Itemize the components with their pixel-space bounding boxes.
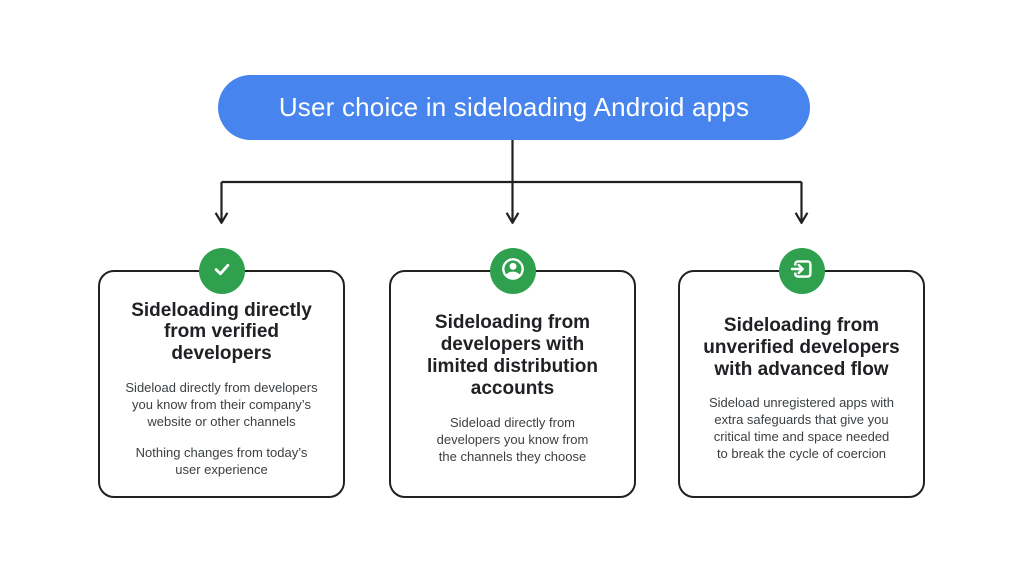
card-badge	[198, 248, 245, 294]
card-badge	[778, 248, 825, 294]
enter-app-icon	[788, 255, 816, 288]
title-pill: User choice in sideloading Android apps	[218, 75, 810, 140]
card-unverified-advanced-flow: Sideloading from unverified developers w…	[678, 248, 925, 498]
card-verified-developers: Sideloading directly from verified devel…	[98, 248, 345, 498]
arrow-down-icon	[505, 212, 520, 224]
card-paragraph: Sideload unregistered apps with extra sa…	[708, 395, 894, 462]
card-heading: Sideloading directly from verified devel…	[131, 299, 312, 365]
card-paragraph: Sideload directly from developers you kn…	[125, 380, 318, 429]
card-paragraph: Sideload directly from developers you kn…	[436, 414, 589, 464]
card-heading: Sideloading from developers with limited…	[427, 312, 598, 399]
card-paragraph: Nothing changes from today’s user experi…	[135, 444, 308, 477]
check-icon	[209, 256, 235, 287]
card-badge	[489, 248, 536, 294]
card-heading: Sideloading from unverified developers w…	[703, 314, 900, 380]
arrow-down-icon	[794, 212, 809, 224]
card-limited-distribution: Sideloading from developers with limited…	[389, 248, 636, 498]
diagram-title: User choice in sideloading Android apps	[278, 92, 750, 122]
arrow-down-icon	[214, 212, 229, 224]
account-circle-icon	[499, 255, 527, 288]
